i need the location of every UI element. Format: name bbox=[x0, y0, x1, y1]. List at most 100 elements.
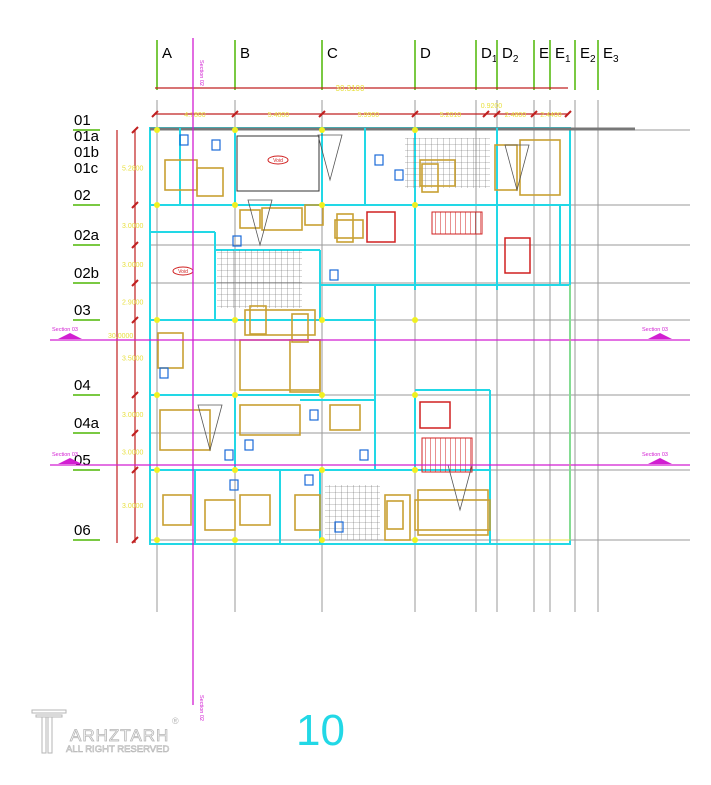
logo-subtitle: ALL RIGHT RESERVED bbox=[66, 744, 170, 756]
structural-column bbox=[319, 317, 325, 323]
bathroom-fixture bbox=[229, 479, 239, 491]
column-label-E: E bbox=[539, 45, 549, 62]
dimension-tick bbox=[151, 110, 159, 118]
dimension-tick bbox=[564, 110, 572, 118]
structural-column bbox=[154, 202, 160, 208]
structural-column bbox=[154, 317, 160, 323]
dimension-tick bbox=[131, 536, 139, 544]
dimension-tick bbox=[493, 110, 501, 118]
row-label-03: 03 bbox=[74, 302, 91, 319]
top-dimension-0: 4.7800 bbox=[184, 112, 206, 119]
furniture bbox=[519, 139, 561, 196]
row-label-01: 01 bbox=[74, 112, 91, 129]
column-label-E1: E1 bbox=[555, 45, 571, 65]
top-dimension-3: 5.2010 bbox=[440, 112, 462, 119]
structural-column bbox=[412, 392, 418, 398]
section-marker-icon bbox=[648, 458, 672, 464]
bathroom-fixture bbox=[224, 449, 234, 461]
tiled-floor-area bbox=[325, 485, 380, 540]
structural-column bbox=[232, 392, 238, 398]
dining-table bbox=[386, 500, 404, 530]
left-dimension-7: 3.0000 bbox=[122, 503, 144, 510]
furniture bbox=[159, 409, 211, 451]
furniture bbox=[329, 404, 361, 431]
furniture bbox=[261, 207, 303, 231]
bathroom-fixture bbox=[179, 134, 189, 146]
column-label-C: C bbox=[327, 45, 338, 62]
bathroom-fixture bbox=[394, 169, 404, 181]
logo-name: ARHZTARH bbox=[70, 726, 170, 746]
elevator-shaft bbox=[366, 211, 396, 243]
furniture bbox=[239, 339, 321, 391]
dining-table bbox=[421, 163, 439, 193]
structural-column bbox=[154, 392, 160, 398]
column-label-E3: E3 bbox=[603, 45, 619, 65]
bathroom-fixture bbox=[232, 235, 242, 247]
bathroom-fixture bbox=[304, 474, 314, 486]
bathroom-fixture bbox=[244, 439, 254, 451]
section-label-1: Section 03 bbox=[52, 452, 78, 458]
dimension-tick bbox=[131, 126, 139, 134]
elevator-shaft bbox=[504, 237, 531, 274]
bathroom-fixture bbox=[309, 409, 319, 421]
dimension-tick bbox=[131, 241, 139, 249]
dining-table bbox=[291, 313, 309, 343]
bathroom-fixture bbox=[329, 269, 339, 281]
top-dimension-5: 2.4800 bbox=[505, 112, 527, 119]
structural-column bbox=[232, 317, 238, 323]
dimension-tick bbox=[131, 466, 139, 474]
row-label-04: 04 bbox=[74, 377, 91, 394]
left-dimension-2: 3.0000 bbox=[122, 262, 144, 269]
left-dimension-0: 5.2800 bbox=[122, 166, 144, 173]
tiled-floor-area bbox=[217, 250, 302, 308]
top-dimension-2: 5.9900 bbox=[358, 112, 380, 119]
structural-column bbox=[319, 537, 325, 543]
row-label-02: 02 bbox=[74, 187, 91, 204]
section-label-vertical-bottom: Section 02 bbox=[198, 695, 204, 721]
structural-column bbox=[412, 467, 418, 473]
top-dimension-1: 5.4800 bbox=[268, 112, 290, 119]
structural-column bbox=[232, 202, 238, 208]
structural-column bbox=[232, 467, 238, 473]
left-dimension-1: 3.0000 bbox=[122, 223, 144, 230]
structural-column bbox=[319, 467, 325, 473]
structural-column bbox=[232, 537, 238, 543]
furniture bbox=[239, 404, 301, 436]
furniture bbox=[414, 499, 491, 531]
furniture bbox=[157, 332, 184, 369]
dimension-tick bbox=[530, 110, 538, 118]
top-dimension-4: 0.9200 bbox=[481, 103, 503, 110]
row-label-01c: 01c bbox=[74, 160, 99, 177]
registered-mark: ® bbox=[172, 716, 179, 726]
tarhztarh-logo: ARHZTARH ALL RIGHT RESERVED ® bbox=[30, 706, 190, 758]
structural-column bbox=[319, 127, 325, 133]
overall-height-dimension: 30.0000 bbox=[108, 333, 133, 340]
staircase bbox=[431, 211, 483, 235]
furniture bbox=[494, 144, 518, 191]
column-label-D2: D2 bbox=[502, 45, 519, 65]
structural-column bbox=[154, 537, 160, 543]
bathroom-fixture bbox=[334, 521, 344, 533]
skylight-shape bbox=[197, 404, 223, 452]
page-number: 10 bbox=[296, 706, 345, 755]
structural-column bbox=[232, 127, 238, 133]
row-label-02a: 02a bbox=[74, 227, 100, 244]
furniture bbox=[289, 339, 321, 393]
section-label-vertical-top: Section 02 bbox=[198, 60, 204, 86]
dimension-tick bbox=[411, 110, 419, 118]
skylight-shape bbox=[317, 134, 343, 182]
dimension-tick bbox=[231, 110, 239, 118]
section-marker-icon bbox=[58, 458, 82, 464]
dimension-tick bbox=[131, 429, 139, 437]
structural-column bbox=[412, 127, 418, 133]
section-label-0: Section 03 bbox=[642, 327, 668, 333]
furniture bbox=[384, 494, 411, 541]
structural-column bbox=[412, 202, 418, 208]
structural-column bbox=[412, 317, 418, 323]
structural-column bbox=[154, 127, 160, 133]
row-label-02b: 02b bbox=[74, 265, 99, 282]
void-label: Void bbox=[273, 158, 283, 164]
dining-table bbox=[249, 305, 267, 335]
top-dimension-6: 2.4400 bbox=[540, 112, 562, 119]
